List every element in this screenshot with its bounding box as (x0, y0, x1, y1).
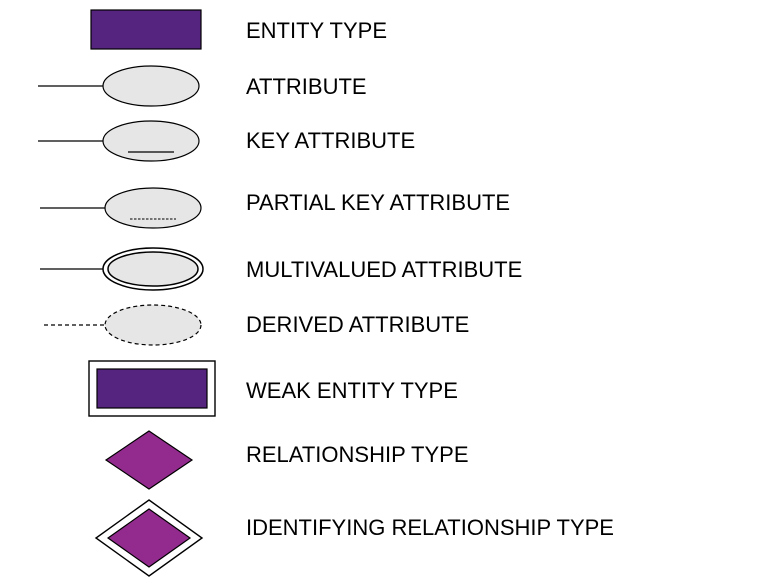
weak-entity-inner-rect (96, 368, 208, 409)
partial-key-attribute-ellipse (104, 187, 202, 229)
entity-type-rect (90, 9, 202, 50)
relationship-type-symbol (104, 430, 194, 490)
derived-attribute-dashed-ellipse (104, 304, 202, 346)
key-attribute-ellipse (102, 120, 200, 162)
weak-entity-type-symbol (88, 360, 216, 417)
key-attribute-symbol (38, 120, 200, 162)
label-partial-key-attribute: PARTIAL KEY ATTRIBUTE (246, 190, 511, 215)
label-weak-entity-type: WEAK ENTITY TYPE (246, 378, 458, 403)
multivalued-inner-ellipse (107, 251, 199, 287)
label-identifying-relationship-type: IDENTIFYING RELATIONSHIP TYPE (246, 515, 614, 540)
relationship-diamond (104, 430, 194, 490)
identifying-relationship-inner-diamond (106, 508, 192, 568)
label-attribute: ATTRIBUTE (246, 74, 367, 99)
partial-key-attribute-symbol (40, 187, 202, 229)
multivalued-attribute-symbol (40, 247, 204, 291)
label-multivalued-attribute: MULTIVALUED ATTRIBUTE (246, 257, 523, 282)
entity-type-symbol (90, 9, 202, 50)
label-derived-attribute: DERIVED ATTRIBUTE (246, 312, 470, 337)
attribute-symbol (38, 65, 200, 107)
derived-attribute-symbol (44, 304, 202, 346)
label-entity-type: ENTITY TYPE (246, 18, 388, 43)
label-relationship-type: RELATIONSHIP TYPE (246, 442, 469, 467)
identifying-relationship-type-symbol (94, 499, 204, 577)
attribute-ellipse (102, 65, 200, 107)
label-key-attribute: KEY ATTRIBUTE (246, 128, 416, 153)
